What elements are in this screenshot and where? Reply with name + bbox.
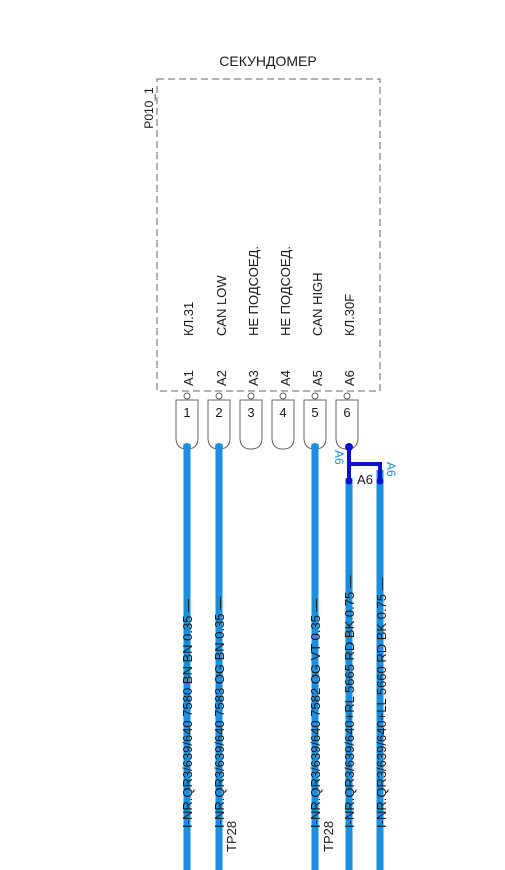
pin-function-a2: CAN LOW bbox=[214, 275, 229, 336]
pin-id-a1: A1 bbox=[181, 370, 196, 386]
splice: A6 A6 A6 bbox=[332, 443, 398, 487]
wire-dot-a1 bbox=[183, 443, 191, 451]
twisted-pair-label-right: TP28 bbox=[321, 821, 336, 852]
wire-label-splice-left: I-NR.QR3/639/640+RL 5665 RD BK 0.75 — bbox=[342, 575, 357, 828]
wire-end-dots bbox=[183, 443, 319, 451]
pin-ids: A1 A2 A3 A4 A5 A6 bbox=[181, 370, 357, 386]
pin-id-a4: A4 bbox=[278, 370, 293, 386]
splice-right-dot bbox=[376, 477, 384, 485]
pin-function-a3: НЕ ПОДСОЕД. bbox=[246, 246, 261, 336]
pin-terminals bbox=[183, 392, 351, 400]
wire-labels: I-NR.QR3/639/640 7580 BN BN 0.35 — I-NR.… bbox=[180, 575, 389, 828]
component-outline bbox=[156, 78, 381, 392]
wire-label-a1: I-NR.QR3/639/640 7580 BN BN 0.35 — bbox=[180, 599, 195, 828]
pin-functions: КЛ.31 CAN LOW НЕ ПОДСОЕД. НЕ ПОДСОЕД. CA… bbox=[181, 246, 357, 336]
component-title: СЕКУНДОМЕР bbox=[219, 53, 316, 69]
cavity-number-6: 6 bbox=[343, 405, 350, 420]
pin-function-a4: НЕ ПОДСОЕД. bbox=[278, 246, 293, 336]
pin-terminal-a2 bbox=[215, 392, 223, 400]
pin-id-a6: A6 bbox=[342, 370, 357, 386]
pin-terminal-a1 bbox=[183, 392, 191, 400]
component-ref: P010_1 bbox=[142, 87, 156, 129]
twisted-pair-label-left: TP28 bbox=[224, 821, 239, 852]
splice-left-dot bbox=[345, 477, 353, 485]
wire-label-splice-right: I-NR.QR3/639/640+LL 5660 RD BK 0.75 — bbox=[374, 577, 389, 828]
cavity-number-2: 2 bbox=[215, 405, 222, 420]
cavity-numbers: 1 2 3 4 5 6 bbox=[183, 405, 350, 420]
wire-dot-a5 bbox=[311, 443, 319, 451]
pin-function-a1: КЛ.31 bbox=[181, 302, 196, 336]
pin-function-a6: КЛ.30F bbox=[342, 294, 357, 336]
wire-label-a2: I-NR.QR3/639/640 7583 OG BN 0.35 — bbox=[212, 597, 227, 828]
cavity-number-1: 1 bbox=[183, 405, 190, 420]
wire-label-a5: I-NR.QR3/639/640 7582 OG VT 0.35 — bbox=[308, 598, 323, 828]
splice-top-dot bbox=[345, 443, 353, 451]
cavity-number-4: 4 bbox=[279, 405, 286, 420]
splice-tag-left: A6 bbox=[332, 450, 346, 465]
splice-tag-right: A6 bbox=[384, 462, 398, 477]
cavity-3 bbox=[239, 399, 263, 450]
wire-dot-a2 bbox=[215, 443, 223, 451]
cavity-number-5: 5 bbox=[311, 405, 318, 420]
splice-label: A6 bbox=[357, 472, 373, 487]
pin-terminal-a6 bbox=[343, 392, 351, 400]
wires bbox=[183, 444, 384, 870]
pin-terminal-a4 bbox=[279, 392, 287, 400]
cavity-4 bbox=[271, 399, 295, 450]
pin-id-a2: A2 bbox=[214, 370, 229, 386]
pin-id-a5: A5 bbox=[310, 370, 325, 386]
cavity-number-3: 3 bbox=[247, 405, 254, 420]
connector-cavities bbox=[175, 399, 359, 450]
pin-id-a3: A3 bbox=[246, 370, 261, 386]
pin-function-a5: CAN HIGH bbox=[310, 272, 325, 336]
pin-terminal-a3 bbox=[247, 392, 255, 400]
pin-terminal-a5 bbox=[311, 392, 319, 400]
